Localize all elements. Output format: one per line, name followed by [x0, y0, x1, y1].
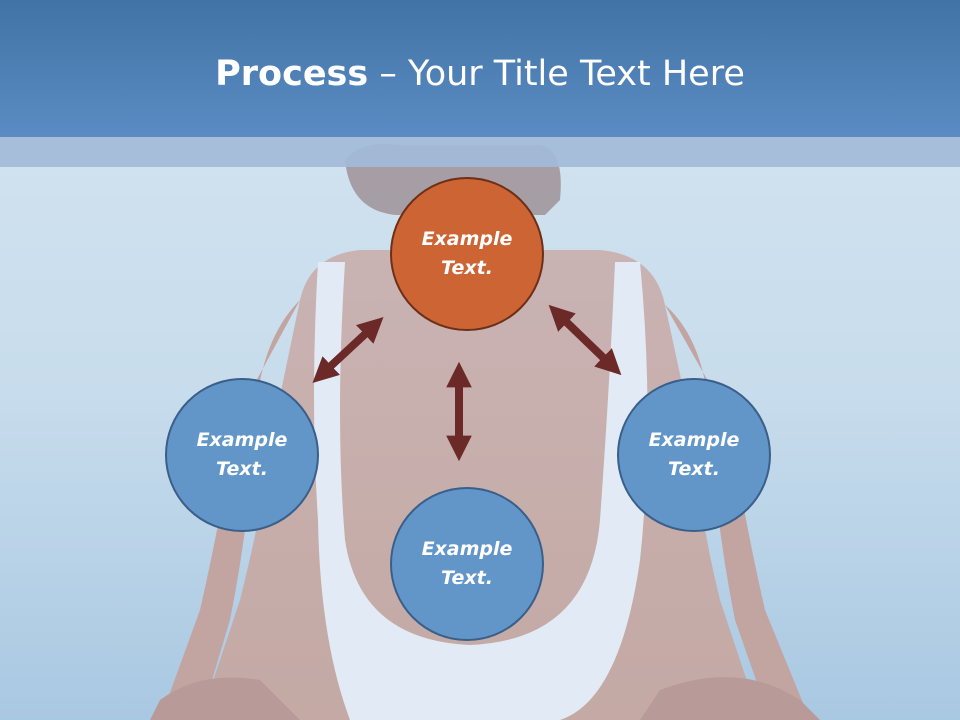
slide-title-rest: – Your Title Text Here — [368, 54, 745, 94]
arrow-top-right — [548, 304, 622, 376]
node-top-label: Example Text. — [421, 228, 513, 279]
title-strip — [0, 137, 960, 167]
node-left-label: Example Text. — [196, 429, 288, 480]
title-bar — [0, 0, 960, 137]
node-top: Example Text. — [390, 177, 544, 331]
arrow-top-left — [312, 317, 384, 383]
node-bottom-label: Example Text. — [421, 538, 513, 589]
node-right: Example Text. — [617, 378, 771, 532]
node-right-label: Example Text. — [648, 429, 740, 480]
slide-title-bold: Process — [215, 54, 369, 94]
node-left: Example Text. — [165, 378, 319, 532]
node-bottom: Example Text. — [390, 487, 544, 641]
slide-title: Process – Your Title Text Here — [0, 52, 960, 96]
